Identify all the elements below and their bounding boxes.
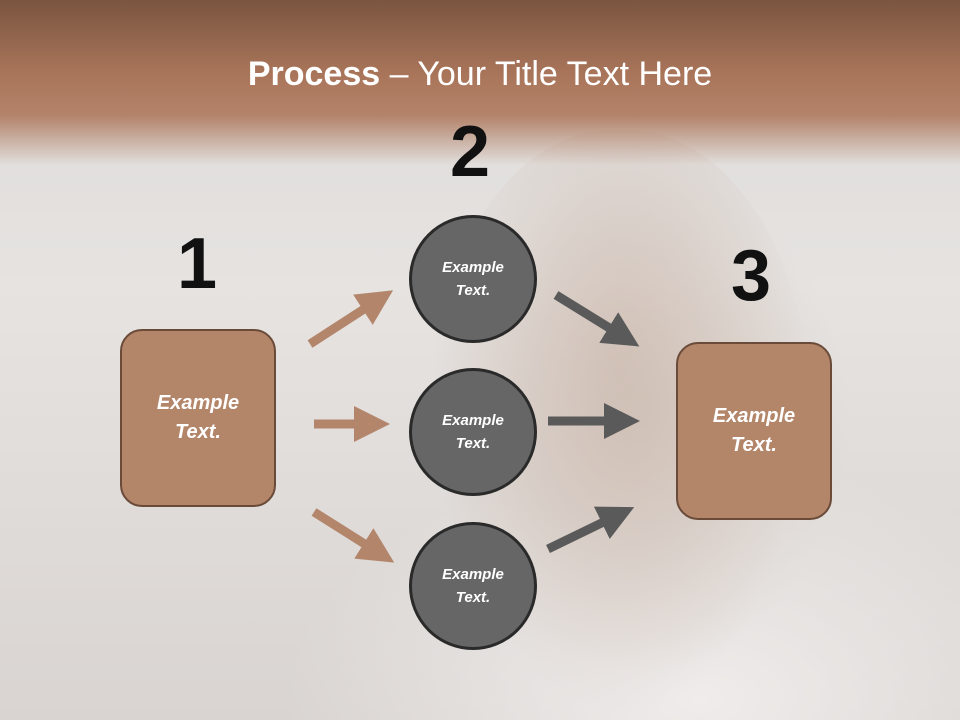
right-step-label: Example Text.: [712, 405, 796, 456]
slide-title: Process – Your Title Text Here: [0, 52, 960, 96]
arrow-top-to-right: [553, 291, 640, 347]
right-step-box: Example Text.: [676, 342, 832, 520]
step-number-1: 1: [177, 224, 218, 304]
arrow-bottom-to-right: [546, 506, 635, 554]
title-banner: [0, 0, 960, 165]
title-bold: Process: [247, 55, 381, 93]
circle-top-label: Example Text.: [442, 259, 504, 299]
circle-middle-label: Example Text.: [442, 412, 504, 452]
title-rest: – Your Title Text Here: [380, 55, 713, 93]
circle-middle: Example Text.: [409, 368, 537, 496]
step-number-3: 3: [731, 236, 772, 316]
circle-top: Example Text.: [409, 215, 537, 343]
circle-bottom: Example Text.: [409, 522, 537, 650]
arrow-left-to-bottom: [311, 508, 395, 563]
step-number-2: 2: [450, 112, 491, 192]
circle-bottom-label: Example Text.: [442, 566, 504, 606]
arrow-left-to-top: [307, 290, 394, 348]
left-step-box: Example Text.: [120, 329, 276, 507]
left-step-label: Example Text.: [156, 392, 240, 443]
